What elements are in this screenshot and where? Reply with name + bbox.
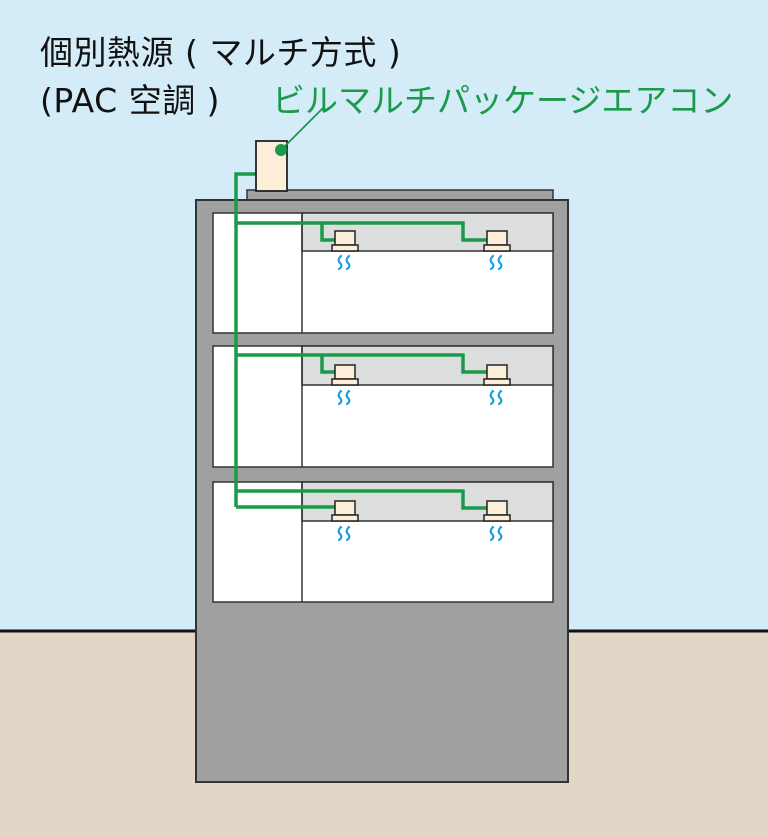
- airflow-icon: [337, 525, 351, 542]
- floor-3: [212, 481, 554, 603]
- indoor-unit: [483, 230, 511, 252]
- pipe-floor-1-branch: [320, 223, 336, 242]
- callout-leader-line: [280, 107, 324, 151]
- callout-dot: [275, 144, 287, 156]
- indoor-unit: [483, 500, 511, 522]
- pipe-floor-2: [236, 353, 490, 374]
- airflow-icon: [337, 389, 351, 406]
- pipe-floor-3: [236, 489, 490, 510]
- pipe-floor-1: [236, 221, 490, 242]
- indoor-units: [331, 230, 511, 522]
- indoor-unit: [483, 364, 511, 386]
- pipe-riser: [234, 172, 256, 507]
- airflow-icon: [489, 525, 503, 542]
- airflow-icons: [337, 254, 503, 542]
- indoor-unit: [331, 364, 359, 386]
- floor-2: [212, 345, 554, 468]
- indoor-unit: [331, 500, 359, 522]
- airflow-icon: [489, 389, 503, 406]
- refrigerant-piping: [234, 172, 490, 510]
- airflow-icon: [337, 254, 351, 271]
- title-line-2: (PAC 空調 ): [40, 81, 221, 120]
- title-line-1: 個別熱源 ( マルチ方式 ): [40, 33, 402, 72]
- airflow-icon: [489, 254, 503, 271]
- pipe-floor-2-branch: [320, 355, 336, 374]
- indoor-unit: [331, 230, 359, 252]
- callout-label: ビルマルチパッケージエアコン: [272, 81, 734, 120]
